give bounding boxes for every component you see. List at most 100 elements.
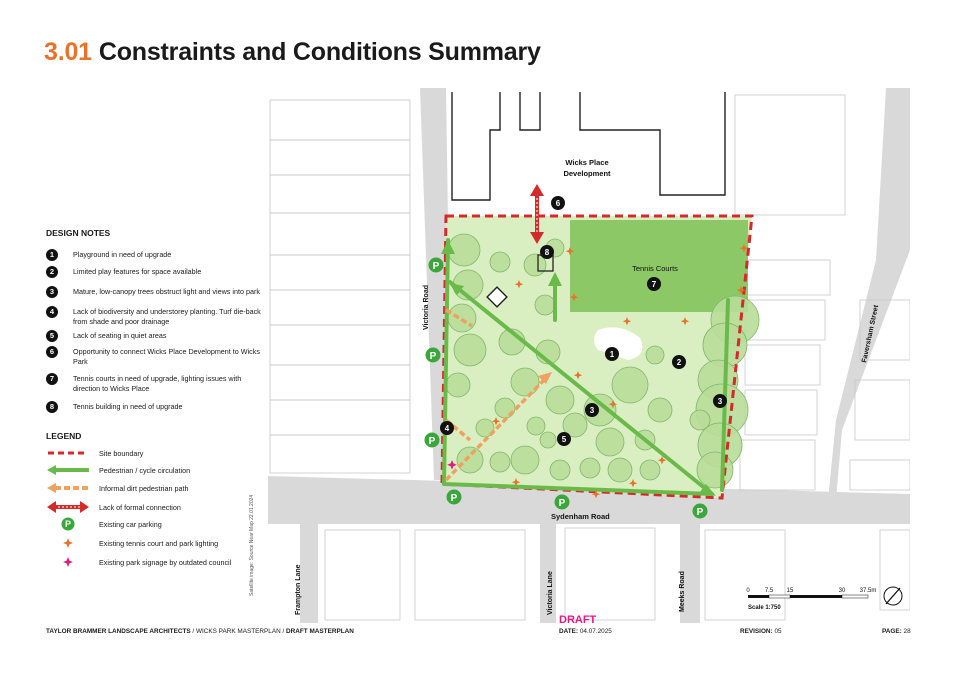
scale-tick: 30 [839, 588, 846, 594]
north-arrow-icon [883, 586, 903, 606]
parking-letter: P [65, 519, 71, 529]
site-plan-svg: P P P P P P 1 2 3 3 4 5 6 7 8 Wicks Plac… [268, 88, 910, 623]
legend-item-signage: Existing park signage by outdated counci… [46, 555, 266, 569]
map-marker-6: 6 [551, 196, 565, 210]
parking-marker: P [692, 503, 708, 519]
map-marker-3b: 3 [713, 394, 727, 408]
victoria-road-label: Victoria Road [423, 285, 430, 330]
parking-letter: P [433, 261, 440, 272]
sydenham-road-label: Sydenham Road [551, 512, 610, 521]
signage-star [447, 460, 457, 470]
svg-text:6: 6 [556, 199, 561, 208]
legend-item-car-parking: P Existing car parking [46, 517, 266, 531]
parking-letter: P [429, 436, 436, 447]
wicks-place-label: Wicks Place [565, 158, 608, 167]
note-text: Opportunity to connect Wicks Place Devel… [73, 347, 260, 366]
note-number-badge: 6 [46, 346, 58, 358]
legend-item-lighting: Existing tennis court and park lighting [46, 536, 266, 550]
map-marker-5: 5 [557, 432, 571, 446]
legend-item-dirt-path: Informal dirt pedestrian path [46, 481, 266, 495]
note-number-badge: 8 [46, 401, 58, 413]
legend-label: Existing tennis court and park lighting [99, 539, 219, 548]
red-double-arrow-icon [47, 501, 89, 513]
scale-tick: 7.5 [765, 588, 774, 594]
note-number-badge: 3 [46, 286, 58, 298]
legend-item-site-boundary: Site boundary [46, 446, 266, 460]
parking-p-icon: P [61, 517, 75, 531]
note-text: Limited play features for space availabl… [73, 267, 202, 276]
design-notes-heading: DESIGN NOTES [46, 228, 111, 238]
parking-letter: P [559, 498, 566, 509]
section-title: Constraints and Conditions Summary [98, 38, 541, 66]
revision-value: 05 [774, 628, 782, 635]
draft-stamp: DRAFT [559, 614, 597, 626]
parking-marker: P [446, 489, 462, 505]
green-arrow-icon [47, 465, 89, 475]
meeks-road [680, 524, 700, 623]
legend-label: Pedestrian / cycle circulation [99, 466, 191, 475]
parking-letter: P [430, 351, 437, 362]
legend-label: Existing car parking [99, 520, 162, 529]
orange-star-icon [63, 538, 73, 548]
note-number-badge: 5 [46, 330, 58, 342]
section-number: 3.01 [44, 38, 92, 66]
pavilion-structure [486, 286, 508, 308]
footer-company: TAYLOR BRAMMER LANDSCAPE ARCHITECTS [46, 628, 191, 635]
svg-text:3: 3 [718, 397, 723, 406]
trees [445, 233, 760, 489]
svg-text:4: 4 [445, 424, 450, 433]
note-number-badge: 7 [46, 373, 58, 385]
map-marker-7: 7 [647, 277, 661, 291]
map-marker-2: 2 [672, 355, 686, 369]
date-label: DATE: [559, 628, 579, 635]
footer-doc: DRAFT MASTERPLAN [286, 628, 354, 635]
note-text: Tennis courts in need of upgrade, lighti… [73, 374, 242, 393]
footer-date: DATE: 04.07.2025 [559, 628, 612, 635]
parking-marker: P [425, 347, 441, 363]
wicks-place-building-outline [451, 92, 726, 201]
legend-heading: LEGEND [46, 431, 82, 441]
svg-text:2: 2 [677, 358, 682, 367]
map-marker-3: 3 [585, 403, 599, 417]
victoria-lane [540, 524, 556, 623]
legend-label: Informal dirt pedestrian path [99, 484, 189, 493]
note-number-badge: 1 [46, 249, 58, 261]
date-value: 04.07.2025 [579, 628, 612, 635]
dirt-path-arrowhead [538, 372, 552, 384]
note-number-badge: 2 [46, 266, 58, 278]
lighting-stars [491, 244, 749, 499]
page-value: 28 [903, 628, 911, 635]
note-text: Lack of seating in quiet areas [73, 331, 167, 340]
scale-label: Scale 1:750 [748, 605, 781, 611]
site-boundary [440, 214, 754, 500]
property-outlines [269, 94, 910, 621]
parking-letter: P [697, 507, 704, 518]
svg-text:3: 3 [590, 406, 595, 415]
footer-credit: TAYLOR BRAMMER LANDSCAPE ARCHITECTS / WI… [46, 628, 354, 635]
note-text: Playground in need of upgrade [73, 250, 172, 259]
victoria-lane-label: Victoria Lane [547, 571, 554, 615]
pedestrian-arrowheads [441, 240, 716, 496]
legend-item-formal-connection: Lack of formal connection [46, 500, 266, 514]
scale-tick: 15 [787, 588, 794, 594]
orange-dashed-arrow-icon [47, 483, 89, 493]
svg-text:1: 1 [610, 350, 615, 359]
parking-marker: P [554, 494, 570, 510]
note-number-badge: 4 [46, 306, 58, 318]
faversham-street [828, 88, 910, 500]
pink-star-icon [63, 557, 73, 567]
scale-bar: 0 7.5 15 30 37.5m Scale 1:750 [746, 588, 876, 611]
frampton-lane [300, 524, 318, 623]
legend-label: Lack of formal connection [99, 503, 181, 512]
svg-text:7: 7 [652, 280, 657, 289]
site-map: P P P P P P 1 2 3 3 4 5 6 7 8 Wicks Plac… [268, 88, 910, 623]
footer-project: / WICKS PARK MASTERPLAN / [190, 628, 287, 635]
page-label: PAGE: [882, 628, 902, 635]
wicks-place-label-line2: Development [563, 169, 611, 178]
note-text: Tennis building in need of upgrade [73, 402, 183, 411]
map-marker-8: 8 [540, 245, 554, 259]
tennis-courts-area [570, 220, 748, 312]
footer-page: PAGE: 28 [882, 628, 911, 635]
parking-markers: P P P P P P [424, 257, 708, 519]
